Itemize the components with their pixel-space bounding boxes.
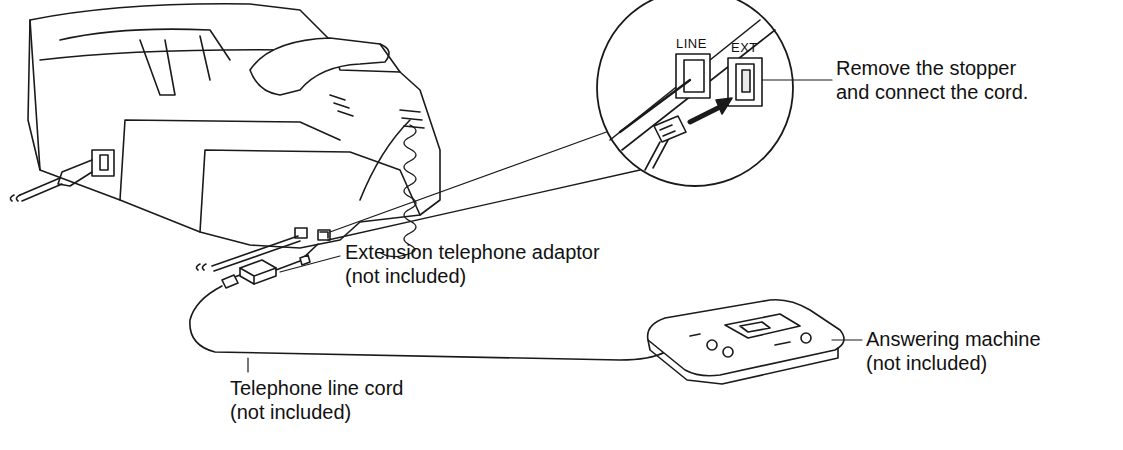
fax-machine [28, 4, 440, 248]
leader-line [280, 256, 340, 272]
part-label: Telephone line cord (not included) [230, 376, 425, 424]
jack-inset [597, 0, 832, 186]
part-label: Answering machine (not included) [866, 327, 1066, 375]
zoom-line [328, 130, 640, 240]
coil-cord [381, 125, 416, 257]
jack-label: EXT [731, 41, 765, 55]
part-label: Extension telephone adaptor (not include… [345, 240, 625, 288]
telephone-line-cord [190, 286, 665, 372]
answering-machine [648, 300, 862, 384]
callout-note: Remove the stopper and connect the cord. [836, 56, 1054, 104]
power-cord [10, 150, 114, 201]
jack-label: LINE [676, 37, 716, 51]
